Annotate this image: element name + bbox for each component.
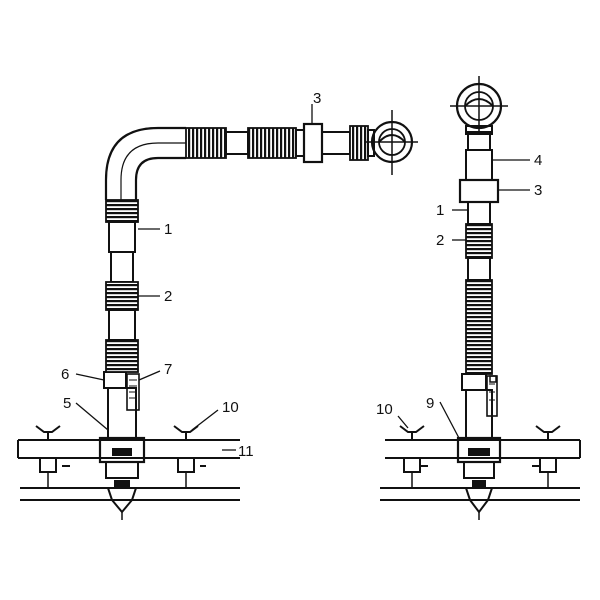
left-rail-fitting	[98, 436, 146, 520]
right-clamp-b	[532, 425, 561, 488]
right-label-9: 9	[426, 395, 434, 412]
left-leaders	[75, 104, 313, 451]
right-label-10: 10	[376, 401, 393, 418]
right-rail-fitting	[456, 436, 502, 520]
right-assembly: 4 3 1 2 9 10	[376, 76, 581, 520]
right-leaders	[397, 159, 530, 441]
left-base-plate	[20, 487, 240, 501]
left-lower-body	[103, 371, 140, 439]
left-sprinkler-head	[366, 110, 418, 175]
left-label-1: 1	[164, 221, 172, 238]
right-vertical-hose	[458, 131, 500, 375]
right-label-3: 3	[534, 182, 542, 199]
right-clamp-a	[399, 425, 428, 488]
right-base-plate	[380, 487, 580, 501]
right-lower-body	[461, 373, 498, 439]
right-label-1: 1	[436, 202, 444, 219]
left-elbow	[104, 126, 186, 200]
left-clamp-a	[35, 425, 70, 488]
left-label-10: 10	[222, 399, 239, 416]
right-sprinkler-head	[450, 76, 508, 135]
right-label-2: 2	[436, 232, 444, 249]
left-vertical-hose	[105, 199, 139, 373]
left-horizontal-hose	[185, 122, 369, 164]
left-label-11: 11	[238, 443, 254, 460]
left-label-7: 7	[164, 361, 172, 378]
left-label-2: 2	[164, 288, 172, 305]
left-label-6: 6	[61, 366, 69, 383]
left-label-3: 3	[313, 90, 321, 107]
left-label-5: 5	[63, 395, 71, 412]
left-assembly: 1 2 3 6 7 5 10 11	[17, 90, 418, 520]
right-label-4: 4	[534, 152, 542, 169]
